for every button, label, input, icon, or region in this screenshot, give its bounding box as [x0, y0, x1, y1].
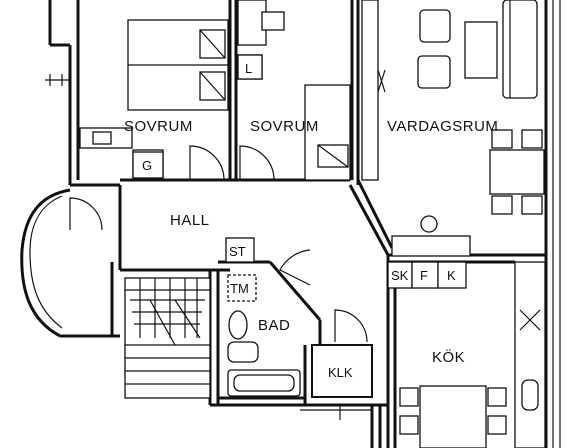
lamp-and-sideboard [391, 215, 471, 257]
room-label-sovrum-2: SOVRUM [250, 118, 319, 135]
fixture-label-k: K [447, 268, 456, 283]
kitchen-cabinets [387, 261, 546, 448]
bed-1 [127, 19, 229, 111]
exterior-marks [45, 74, 70, 86]
l-box [237, 54, 263, 80]
kitchen-table [399, 385, 507, 448]
door-bedroom-2 [239, 145, 275, 181]
door-bedroom-1 [189, 145, 225, 181]
room-label-sovrum-1: SOVRUM [124, 118, 193, 135]
st-box [225, 237, 255, 263]
room-label-hall: HALL [170, 212, 210, 229]
fixture-label-l: L [245, 61, 252, 76]
sofa-set [417, 0, 538, 99]
room-label-vardagsrum: VARDAGSRUM [387, 118, 498, 135]
dining-table-living [489, 129, 545, 215]
door-bathroom [279, 249, 311, 286]
living-wall-unit [361, 0, 386, 181]
bed-2 [304, 84, 351, 181]
fixture-label-klk: KLK [328, 365, 353, 380]
fixture-label-tm: TM [230, 281, 249, 296]
room-label-kok: KÖK [432, 348, 465, 366]
staircase [124, 277, 211, 399]
door-closet [334, 309, 368, 343]
walls [20, 0, 561, 448]
room-label-bad: BAD [258, 317, 290, 334]
fixture-label-g: G [142, 158, 152, 173]
fixture-label-f: F [420, 268, 428, 283]
door-hall [69, 197, 103, 231]
bathroom-fixtures [227, 274, 301, 397]
fixture-label-st: ST [229, 244, 246, 259]
fixture-label-sk: SK [391, 268, 409, 283]
g-box [132, 151, 164, 179]
